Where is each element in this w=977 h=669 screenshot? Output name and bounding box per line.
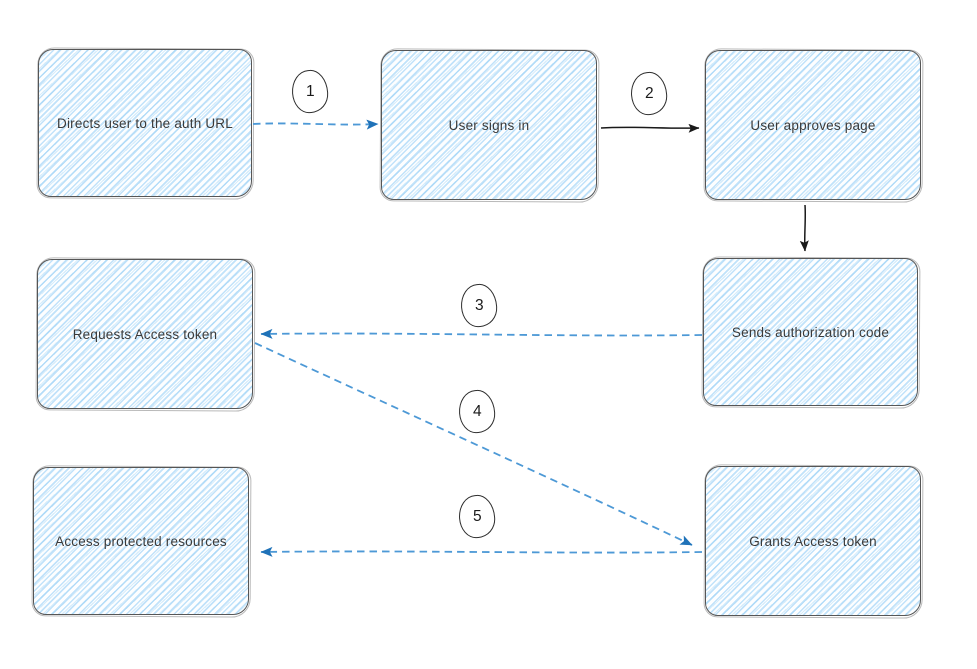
node-directs-user-to-auth-url: Directs user to the auth URL <box>38 49 252 197</box>
step-number: 4 <box>472 402 482 420</box>
node-label: Sends authorization code <box>731 324 890 340</box>
node-label: Directs user to the auth URL <box>57 115 233 131</box>
arrow-step-3 <box>260 328 703 339</box>
node-sends-authorization-code: Sends authorization code <box>703 258 918 406</box>
node-label: Access protected resources <box>55 533 227 549</box>
arrow-step-2 <box>600 123 700 133</box>
node-label: User approves page <box>750 117 876 133</box>
node-label: Grants Access token <box>749 533 877 549</box>
node-label: User signs in <box>448 117 530 133</box>
node-requests-access-token: Requests Access token <box>37 259 253 409</box>
step-number: 5 <box>472 507 482 525</box>
arrow-step-5 <box>260 546 703 557</box>
node-grants-access-token: Grants Access token <box>705 466 921 616</box>
arrow-step-4 <box>254 342 693 546</box>
node-user-signs-in: User signs in <box>381 50 597 200</box>
node-user-approves-page: User approves page <box>705 50 921 200</box>
step-number: 3 <box>474 296 484 314</box>
node-access-protected-resources: Access protected resources <box>33 467 249 615</box>
node-label: Requests Access token <box>72 326 218 342</box>
step-number: 2 <box>644 84 654 102</box>
step-number: 1 <box>305 82 315 100</box>
arrow-approves-to-sends <box>799 204 809 252</box>
arrow-step-1 <box>252 119 379 130</box>
